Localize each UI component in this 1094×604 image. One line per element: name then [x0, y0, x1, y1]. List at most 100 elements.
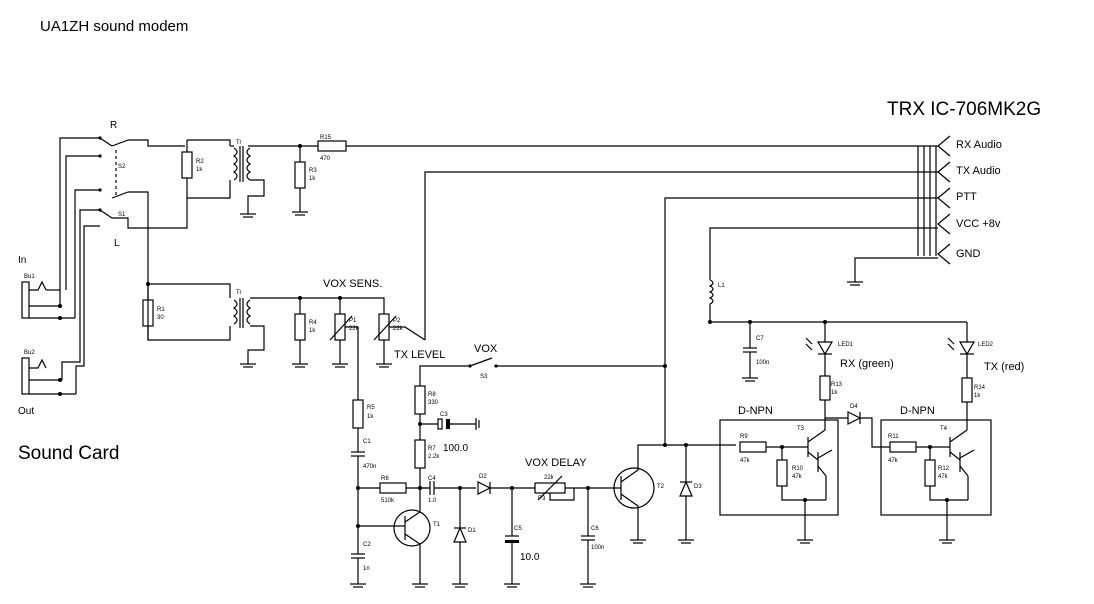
- r9-name: R9: [740, 434, 748, 440]
- r13-name: R13: [831, 382, 843, 388]
- r5-value: 1k: [367, 414, 374, 420]
- c2-value: 1n: [363, 566, 370, 572]
- r4-name: R4: [309, 320, 317, 326]
- d3-name: D3: [694, 484, 702, 490]
- darlington-t4: [880, 419, 992, 544]
- pin-tx-audio: TX Audio: [956, 165, 1001, 177]
- d4-name: D4: [850, 404, 858, 410]
- led-section: [708, 279, 976, 420]
- label-vox-sens: VOX SENS.: [323, 278, 382, 290]
- r2-value: 1k: [196, 167, 203, 173]
- c5-value: 10.0: [520, 552, 540, 563]
- c4-name: C4: [428, 476, 436, 482]
- label-tx-level: TX LEVEL: [394, 349, 445, 361]
- label-in: In: [18, 255, 26, 266]
- pin-rx-audio: RX Audio: [956, 139, 1002, 151]
- r9-value: 47k: [740, 458, 751, 464]
- label-vox-delay: VOX DELAY: [525, 457, 587, 469]
- r6-value: 510k: [381, 498, 395, 504]
- r2-name: R2: [196, 159, 204, 165]
- r4-value: 1k: [309, 328, 316, 334]
- c7-name: C7: [756, 336, 764, 342]
- r3-r15: [292, 140, 347, 216]
- r15-name: R15: [320, 135, 332, 141]
- r10-value: 47k: [792, 474, 803, 480]
- pin-ptt: PTT: [956, 191, 977, 203]
- tx-transformer-section: [142, 282, 426, 400]
- c3-value: 100.0: [443, 443, 468, 454]
- r1-name: R1: [157, 307, 165, 313]
- r14-value: 1k: [974, 393, 981, 399]
- r10-name: R10: [792, 466, 804, 472]
- led2-name: LED2: [978, 342, 994, 348]
- r6-name: R6: [381, 476, 389, 482]
- c6-value: 100n: [591, 545, 604, 551]
- rx-transformer-section: [181, 139, 265, 218]
- r1-value: 30: [157, 315, 164, 321]
- label-dnpn2: D-NPN: [900, 405, 935, 417]
- t1-name: T1: [433, 522, 441, 528]
- c6-name: C6: [591, 526, 599, 532]
- pin-gnd: GND: [956, 248, 981, 260]
- label-s2: S2: [118, 164, 126, 170]
- trx-title: TRX IC-706MK2G: [887, 99, 1041, 120]
- p3-value: 22k: [544, 475, 555, 481]
- t2-name: T2: [657, 484, 665, 490]
- c2-name: C2: [363, 542, 371, 548]
- r11-name: R11: [888, 434, 899, 440]
- l1-name: L1: [718, 283, 725, 289]
- label-l: L: [114, 238, 120, 249]
- label-bu2: Bu2: [24, 350, 35, 356]
- c1-value: 470n: [363, 464, 376, 470]
- label-vox: VOX: [474, 343, 498, 355]
- r13-value: 1k: [831, 390, 838, 396]
- r3-name: R3: [309, 168, 317, 174]
- label-tr1: Tr: [236, 140, 241, 146]
- diagram-title: UA1ZH sound modem: [40, 18, 188, 35]
- r14-name: R14: [974, 385, 986, 391]
- pin-vcc: VCC +8v: [956, 218, 1001, 230]
- p2-value: 22k: [393, 326, 404, 332]
- r12-value: 47k: [938, 474, 949, 480]
- c3-name: C3: [440, 412, 448, 418]
- d2-name: D2: [479, 474, 487, 480]
- label-r: R: [110, 120, 117, 131]
- r12-name: R12: [938, 466, 950, 472]
- r3-value: 1k: [309, 176, 316, 182]
- c4-value: 1.0: [428, 498, 437, 504]
- darlington-t3: [719, 417, 848, 544]
- label-s1: S1: [118, 212, 126, 218]
- input-section: [21, 136, 188, 396]
- led1-name: LED1: [838, 342, 854, 348]
- c5-name: C5: [514, 526, 522, 532]
- p3-name: P3: [538, 496, 546, 502]
- d1-name: D1: [468, 528, 476, 534]
- vox-detector: [350, 357, 736, 588]
- label-tr2: Tr: [236, 290, 241, 296]
- r7-name: R7: [428, 446, 436, 452]
- label-tx-red: TX (red): [984, 361, 1024, 373]
- r15-value: 470: [320, 156, 331, 162]
- d4-diode: [847, 411, 890, 448]
- bus-wires: [248, 145, 938, 445]
- r8-name: R8: [428, 392, 436, 398]
- p1-value: 22k: [349, 326, 360, 332]
- label-s3: S3: [480, 374, 488, 380]
- trx-connector: [917, 135, 951, 265]
- r8-value: 330: [428, 400, 439, 406]
- r5-name: R5: [367, 405, 375, 411]
- t3-name: T3: [797, 426, 805, 432]
- label-rx-green: RX (green): [840, 358, 894, 370]
- p2-name: P2: [393, 318, 401, 324]
- label-bu1: Bu1: [24, 274, 35, 280]
- r11-value: 47k: [888, 458, 899, 464]
- c7-value: 100n: [756, 360, 769, 366]
- sound-card-label: Sound Card: [18, 443, 119, 464]
- c1-name: C1: [363, 439, 371, 445]
- p1-name: P1: [349, 318, 357, 324]
- label-dnpn1: D-NPN: [738, 405, 773, 417]
- t4-name: T4: [940, 426, 948, 432]
- label-out: Out: [18, 406, 34, 417]
